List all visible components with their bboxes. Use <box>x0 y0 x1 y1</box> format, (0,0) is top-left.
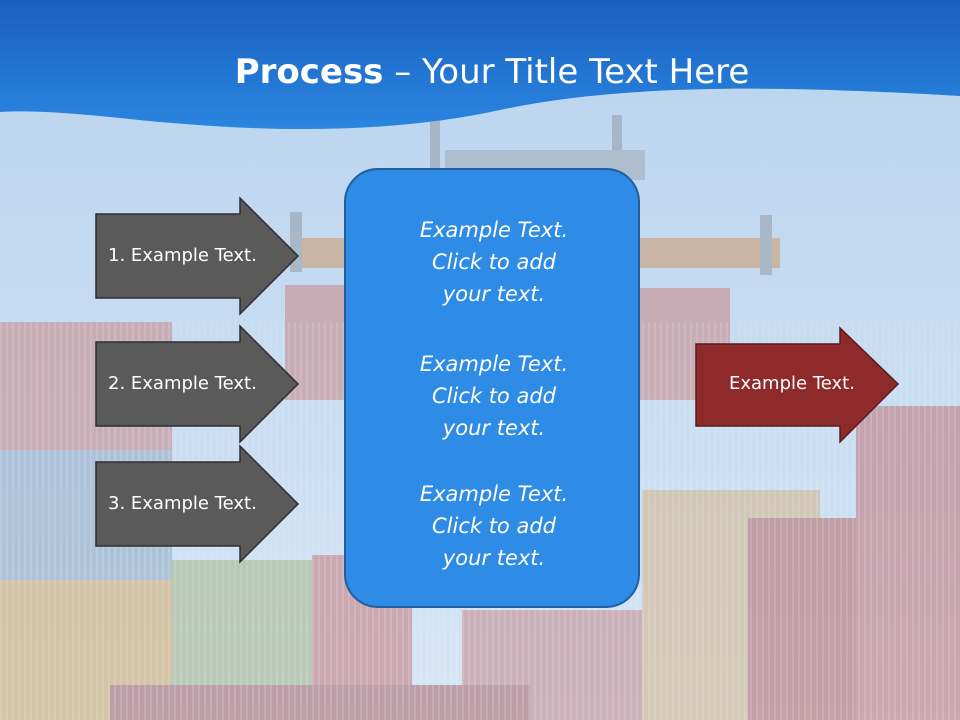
center-block-2-line1: Example Text. <box>419 352 569 376</box>
title-rest: – Your Title Text Here <box>383 52 750 92</box>
right-arrow-label[interactable]: Example Text. <box>729 373 855 394</box>
center-block-3-line3: your text. <box>442 546 546 570</box>
left-arrow-3 <box>95 444 300 564</box>
left-arrow-2-label[interactable]: 2. Example Text. <box>108 373 257 394</box>
header-band <box>0 0 960 130</box>
center-block-1-line1: Example Text. <box>419 218 569 242</box>
center-block-3-line2: Click to add <box>431 514 556 538</box>
left-arrow-1-label[interactable]: 1. Example Text. <box>108 245 257 266</box>
center-box[interactable]: Example Text. Click to add your text. Ex… <box>344 168 640 608</box>
right-arrow <box>695 326 900 444</box>
slide-title: Process – Your Title Text Here <box>0 52 960 92</box>
title-bold: Process <box>234 52 384 92</box>
center-block-1-line2: Click to add <box>431 250 556 274</box>
center-block-3[interactable]: Example Text. Click to add your text. <box>346 478 642 574</box>
center-block-3-line1: Example Text. <box>419 482 569 506</box>
left-arrow-1 <box>95 196 300 316</box>
center-block-2-line2: Click to add <box>431 384 556 408</box>
left-arrow-2 <box>95 324 300 444</box>
center-block-1[interactable]: Example Text. Click to add your text. <box>346 214 642 310</box>
center-block-2-line3: your text. <box>442 416 546 440</box>
center-block-1-line3: your text. <box>442 282 546 306</box>
left-arrow-3-label[interactable]: 3. Example Text. <box>108 493 257 514</box>
center-block-2[interactable]: Example Text. Click to add your text. <box>346 348 642 444</box>
